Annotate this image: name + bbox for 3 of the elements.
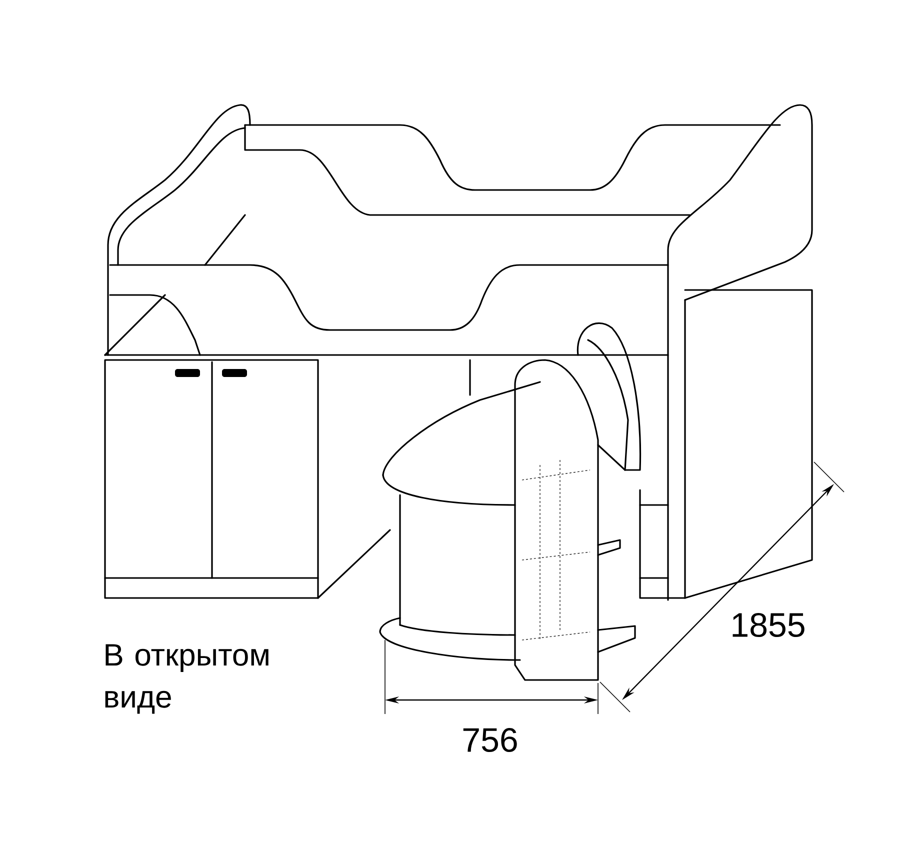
dimension-label: 756	[463, 728, 517, 752]
caption-text: В открытом виде	[105, 644, 268, 714]
dimension-label: 1855	[732, 612, 804, 638]
